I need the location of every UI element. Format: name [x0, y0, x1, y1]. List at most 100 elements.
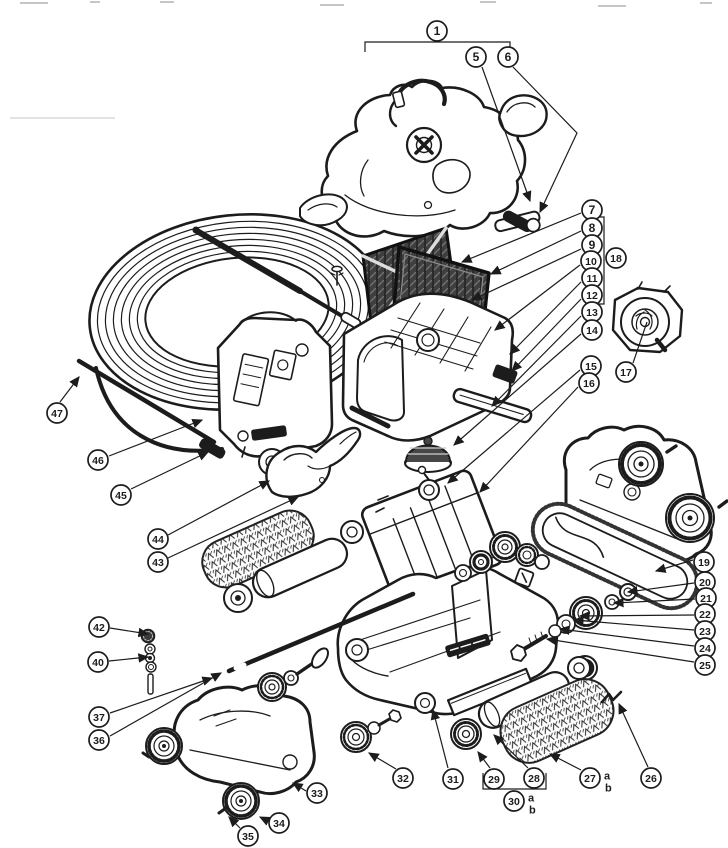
callout-33: 33 — [306, 782, 328, 804]
cover-handle — [388, 78, 447, 128]
leader-line-17 — [632, 321, 648, 364]
callout-40: 40 — [87, 651, 109, 673]
leader-line-23 — [572, 616, 695, 631]
side-plate-left — [172, 684, 316, 796]
callout-26: 26 — [640, 767, 662, 789]
callout-number: 34 — [273, 818, 285, 830]
callout-37: 37 — [88, 706, 110, 728]
impeller-housing — [611, 281, 684, 354]
callout-number: 13 — [586, 307, 598, 319]
group-30-span — [482, 773, 547, 790]
leader-line-46 — [108, 418, 204, 457]
leader-line-12 — [511, 298, 582, 372]
leader-line-11 — [509, 281, 582, 355]
callout-number: 45 — [115, 490, 127, 502]
leader-line-31 — [430, 708, 449, 769]
callout-number: 18 — [610, 253, 622, 265]
callout-6: 6 — [497, 46, 519, 68]
group-18-span — [597, 216, 605, 305]
small-screw — [330, 265, 344, 286]
callout-7: 7 — [581, 199, 603, 221]
leader-line-40 — [108, 653, 150, 663]
callout-35: 35 — [237, 825, 259, 847]
leader-line-24 — [558, 625, 695, 647]
callout-number: 43 — [152, 557, 164, 569]
fastener-stack — [140, 628, 157, 695]
axle-assembly-right — [340, 709, 402, 753]
callout-number: 8 — [589, 221, 596, 235]
callout-number: 15 — [585, 361, 597, 373]
callout-number: 19 — [698, 557, 710, 569]
callout-number: 46 — [92, 455, 104, 467]
leader-line-42 — [109, 627, 150, 638]
leader-line-15 — [447, 369, 581, 484]
elbow-duct — [265, 426, 362, 498]
callout-number: 6 — [505, 50, 512, 64]
callout-number: 21 — [700, 593, 712, 605]
leader-line-22 — [578, 611, 695, 621]
leader-line-43 — [167, 496, 300, 559]
leader-line-6 — [512, 66, 578, 214]
callout-29: 29 — [483, 768, 505, 790]
leader-line-37 — [109, 676, 214, 714]
drive-shaft — [226, 591, 416, 674]
callout-13: 13 — [581, 301, 603, 323]
callout-42: 42 — [88, 616, 110, 638]
callout-19: 19 — [693, 551, 715, 573]
callout-47: 47 — [46, 402, 68, 424]
retainer-clip — [600, 690, 623, 704]
leader-line-13 — [491, 315, 582, 407]
callout-number: 22 — [699, 609, 711, 621]
callout-number: 32 — [397, 773, 409, 785]
roller-end-pulley — [450, 718, 482, 750]
leader-line-45 — [130, 451, 210, 490]
roller-end-cap — [567, 656, 591, 680]
chassis-brand-label — [445, 633, 491, 658]
callout-1: 1 — [426, 20, 448, 42]
callout-18: 18 — [605, 247, 627, 269]
callout-5: 5 — [465, 46, 487, 68]
leader-line-27 — [548, 753, 582, 771]
strainer-dome — [404, 436, 452, 473]
deflector-wedge — [299, 193, 348, 227]
callout-46: 46 — [87, 449, 109, 471]
leader-line-29 — [477, 751, 491, 769]
callout-number: 14 — [586, 325, 598, 337]
pole-lower — [76, 358, 226, 459]
drive-track — [530, 501, 700, 611]
foam-roller-upper — [223, 520, 364, 613]
callout-number: 28 — [528, 773, 540, 785]
cable-tail — [94, 366, 224, 453]
handle-clamp — [494, 210, 541, 233]
leader-line-7 — [460, 212, 582, 263]
callout-number: 33 — [311, 788, 323, 800]
callout-15: 15 — [580, 355, 602, 377]
callout-number: 30 — [508, 796, 520, 808]
callout-sub-label: b — [605, 783, 612, 795]
callout-number: 44 — [152, 534, 164, 546]
callout-number: 11 — [586, 273, 597, 285]
leader-line-47 — [59, 376, 80, 403]
leader-line-21 — [612, 597, 696, 608]
callout-14: 14 — [581, 319, 603, 341]
callout-number: 17 — [620, 367, 632, 379]
callout-number: 40 — [92, 657, 104, 669]
leader-line-28 — [493, 734, 529, 769]
wheel-left-rear — [217, 782, 260, 820]
pole-upper — [192, 226, 362, 329]
callout-number: 35 — [242, 831, 254, 843]
callout-number: 5 — [473, 50, 480, 64]
leader-line-8 — [489, 230, 582, 275]
leader-line-34 — [258, 816, 271, 826]
leader-line-33 — [291, 782, 307, 793]
callout-number: 24 — [699, 643, 711, 655]
callout-sub-label: b — [529, 805, 536, 817]
callout-45: 45 — [110, 484, 132, 506]
callout-number: 16 — [583, 378, 595, 390]
leader-line-32 — [367, 752, 397, 770]
group-1-span — [364, 41, 511, 52]
callout-number: 26 — [645, 773, 657, 785]
